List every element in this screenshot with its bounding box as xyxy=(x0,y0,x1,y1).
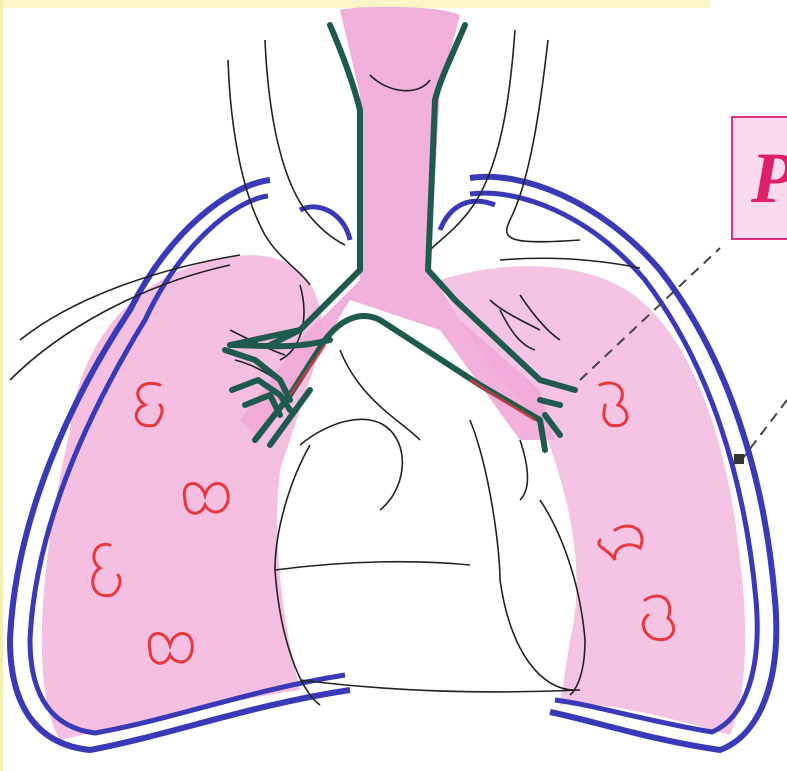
label-box: P xyxy=(731,116,787,240)
pointer-marker xyxy=(734,454,744,464)
left-lung-icon xyxy=(440,266,745,735)
pleura-apex-left xyxy=(440,201,495,230)
right-lung-icon xyxy=(42,255,322,740)
label-box-text: P xyxy=(751,142,787,214)
pleura-apex-right xyxy=(300,207,350,240)
